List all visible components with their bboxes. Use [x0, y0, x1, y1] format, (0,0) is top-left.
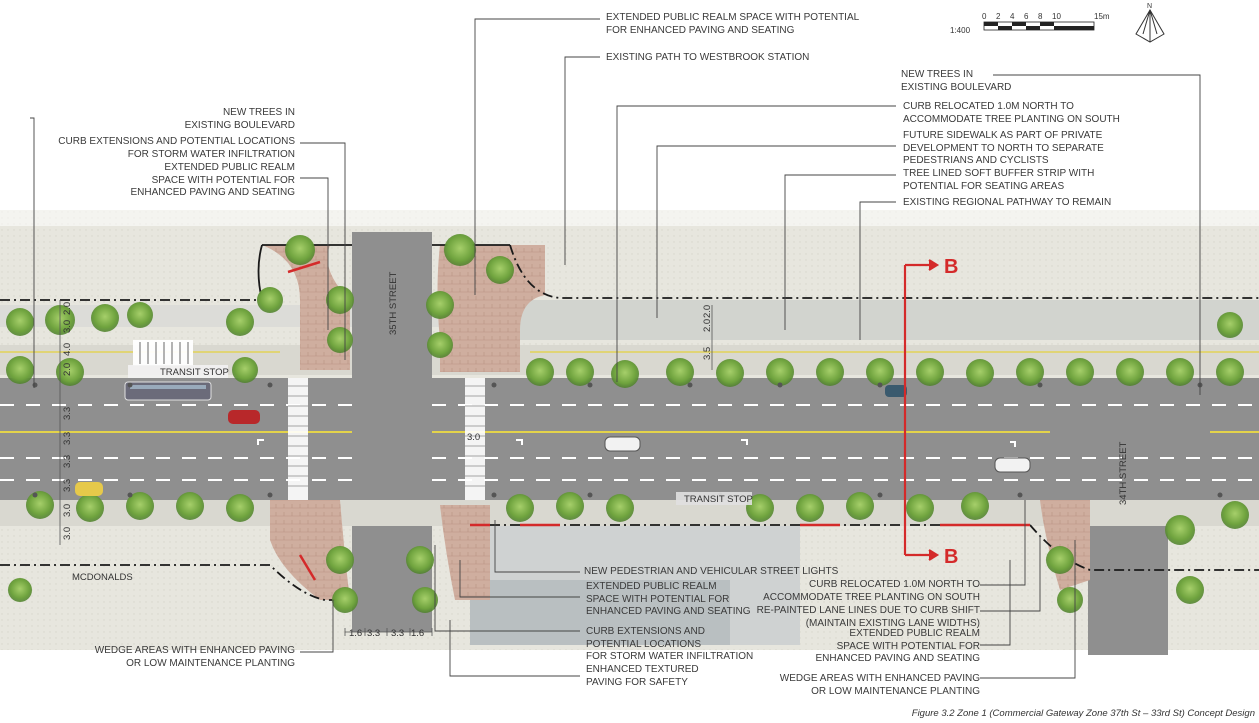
scale-tick-6: 6	[1024, 12, 1029, 21]
dim-bottom-4: 1.6	[411, 628, 424, 639]
dim-left-8: 3.3	[62, 479, 73, 492]
section-marker-bottom: B	[944, 546, 958, 568]
plaza-sw	[270, 500, 350, 600]
plaza-se	[440, 505, 490, 600]
dim-left-3: 4.0	[62, 343, 73, 356]
dim-left-2: 3.0	[62, 320, 73, 333]
dim-left-5: 3.3	[62, 407, 73, 420]
note-bottom-right-1: CURB RELOCATED 1.0m NORTH TOACCOMMODATE …	[763, 579, 980, 603]
car-yellow	[75, 482, 103, 496]
dim-left-10: 3.0	[62, 527, 73, 540]
dim-mid-1: 3.5	[702, 347, 713, 360]
scale-tick-0: 0	[982, 12, 987, 21]
car-teal	[885, 385, 907, 397]
note-right-5: EXISTING REGIONAL PATHWAY TO REMAIN	[903, 197, 1112, 208]
leader-lines	[30, 18, 1201, 679]
note-top-center-1: EXTENDED PUBLIC REALM SPACE WITH POTENTI…	[606, 12, 860, 36]
transit-stop-south: TRANSIT STOP	[684, 494, 753, 505]
scale-ratio: 1:400	[950, 26, 971, 35]
plaza-ne	[437, 245, 545, 372]
note-top-center-2: EXISTING PATH TO WESTBROOK STATION	[606, 52, 810, 63]
scale-tick-15: 15m	[1094, 12, 1110, 21]
dim-crosswalk: 3.0	[467, 432, 480, 443]
section-line-b	[903, 259, 940, 561]
scale-tick-8: 8	[1038, 12, 1043, 21]
north-label: N	[1147, 3, 1152, 10]
dim-left-6: 3.3	[62, 432, 73, 445]
dim-bottom-3: 3.3	[391, 628, 404, 639]
car-white-1	[604, 436, 641, 452]
vehicles	[75, 381, 1031, 496]
street-lights	[32, 382, 1223, 498]
dim-mid-2: 2.0	[702, 319, 713, 332]
section-marker-top: B	[944, 256, 958, 278]
north-arrow-icon	[1135, 9, 1165, 43]
car-white-2	[994, 457, 1031, 473]
scale-bar	[983, 21, 1095, 31]
transit-stop-north: TRANSIT STOP	[160, 367, 229, 378]
scale-tick-4: 4	[1010, 12, 1015, 21]
trees-north	[6, 234, 1244, 388]
figure-caption: Figure 3.2 Zone 1 (Commercial Gateway Zo…	[911, 708, 1255, 719]
dim-bottom-2: 3.3	[367, 628, 380, 639]
north-pathway	[500, 300, 1259, 340]
trees-south	[8, 491, 1249, 613]
car-red	[228, 410, 260, 424]
dim-left-9: 3.0	[62, 504, 73, 517]
note-bottom-mid-1: NEW PEDESTRIAN AND VEHICULAR STREET LIGH…	[584, 566, 839, 577]
street-34-label: 34TH STREET	[1118, 441, 1129, 505]
street-35-label: 35TH STREET	[388, 271, 399, 335]
mcdonalds-label: MCDONALDS	[72, 572, 133, 583]
scale-tick-2: 2	[996, 12, 1001, 21]
street-34-roadway	[1088, 455, 1168, 655]
dim-left-1: 2.0	[62, 302, 73, 315]
plaza-e34	[1040, 500, 1090, 590]
scale-tick-10: 10	[1052, 12, 1061, 21]
note-bottom-right-2: RE-PAINTED LANE LINES DUE TO CURB SHIFT(…	[756, 605, 980, 629]
dim-mid-3: 2.0	[702, 305, 713, 318]
dim-left-7: 3.3	[62, 455, 73, 468]
dim-left-4: 2.0	[62, 363, 73, 376]
dimension-bottom	[344, 628, 433, 636]
note-right-2: CURB RELOCATED 1.0m NORTH TOACCOMMODATE …	[903, 101, 1120, 125]
dim-bottom-1: 1.6	[349, 628, 362, 639]
bus	[124, 381, 212, 401]
